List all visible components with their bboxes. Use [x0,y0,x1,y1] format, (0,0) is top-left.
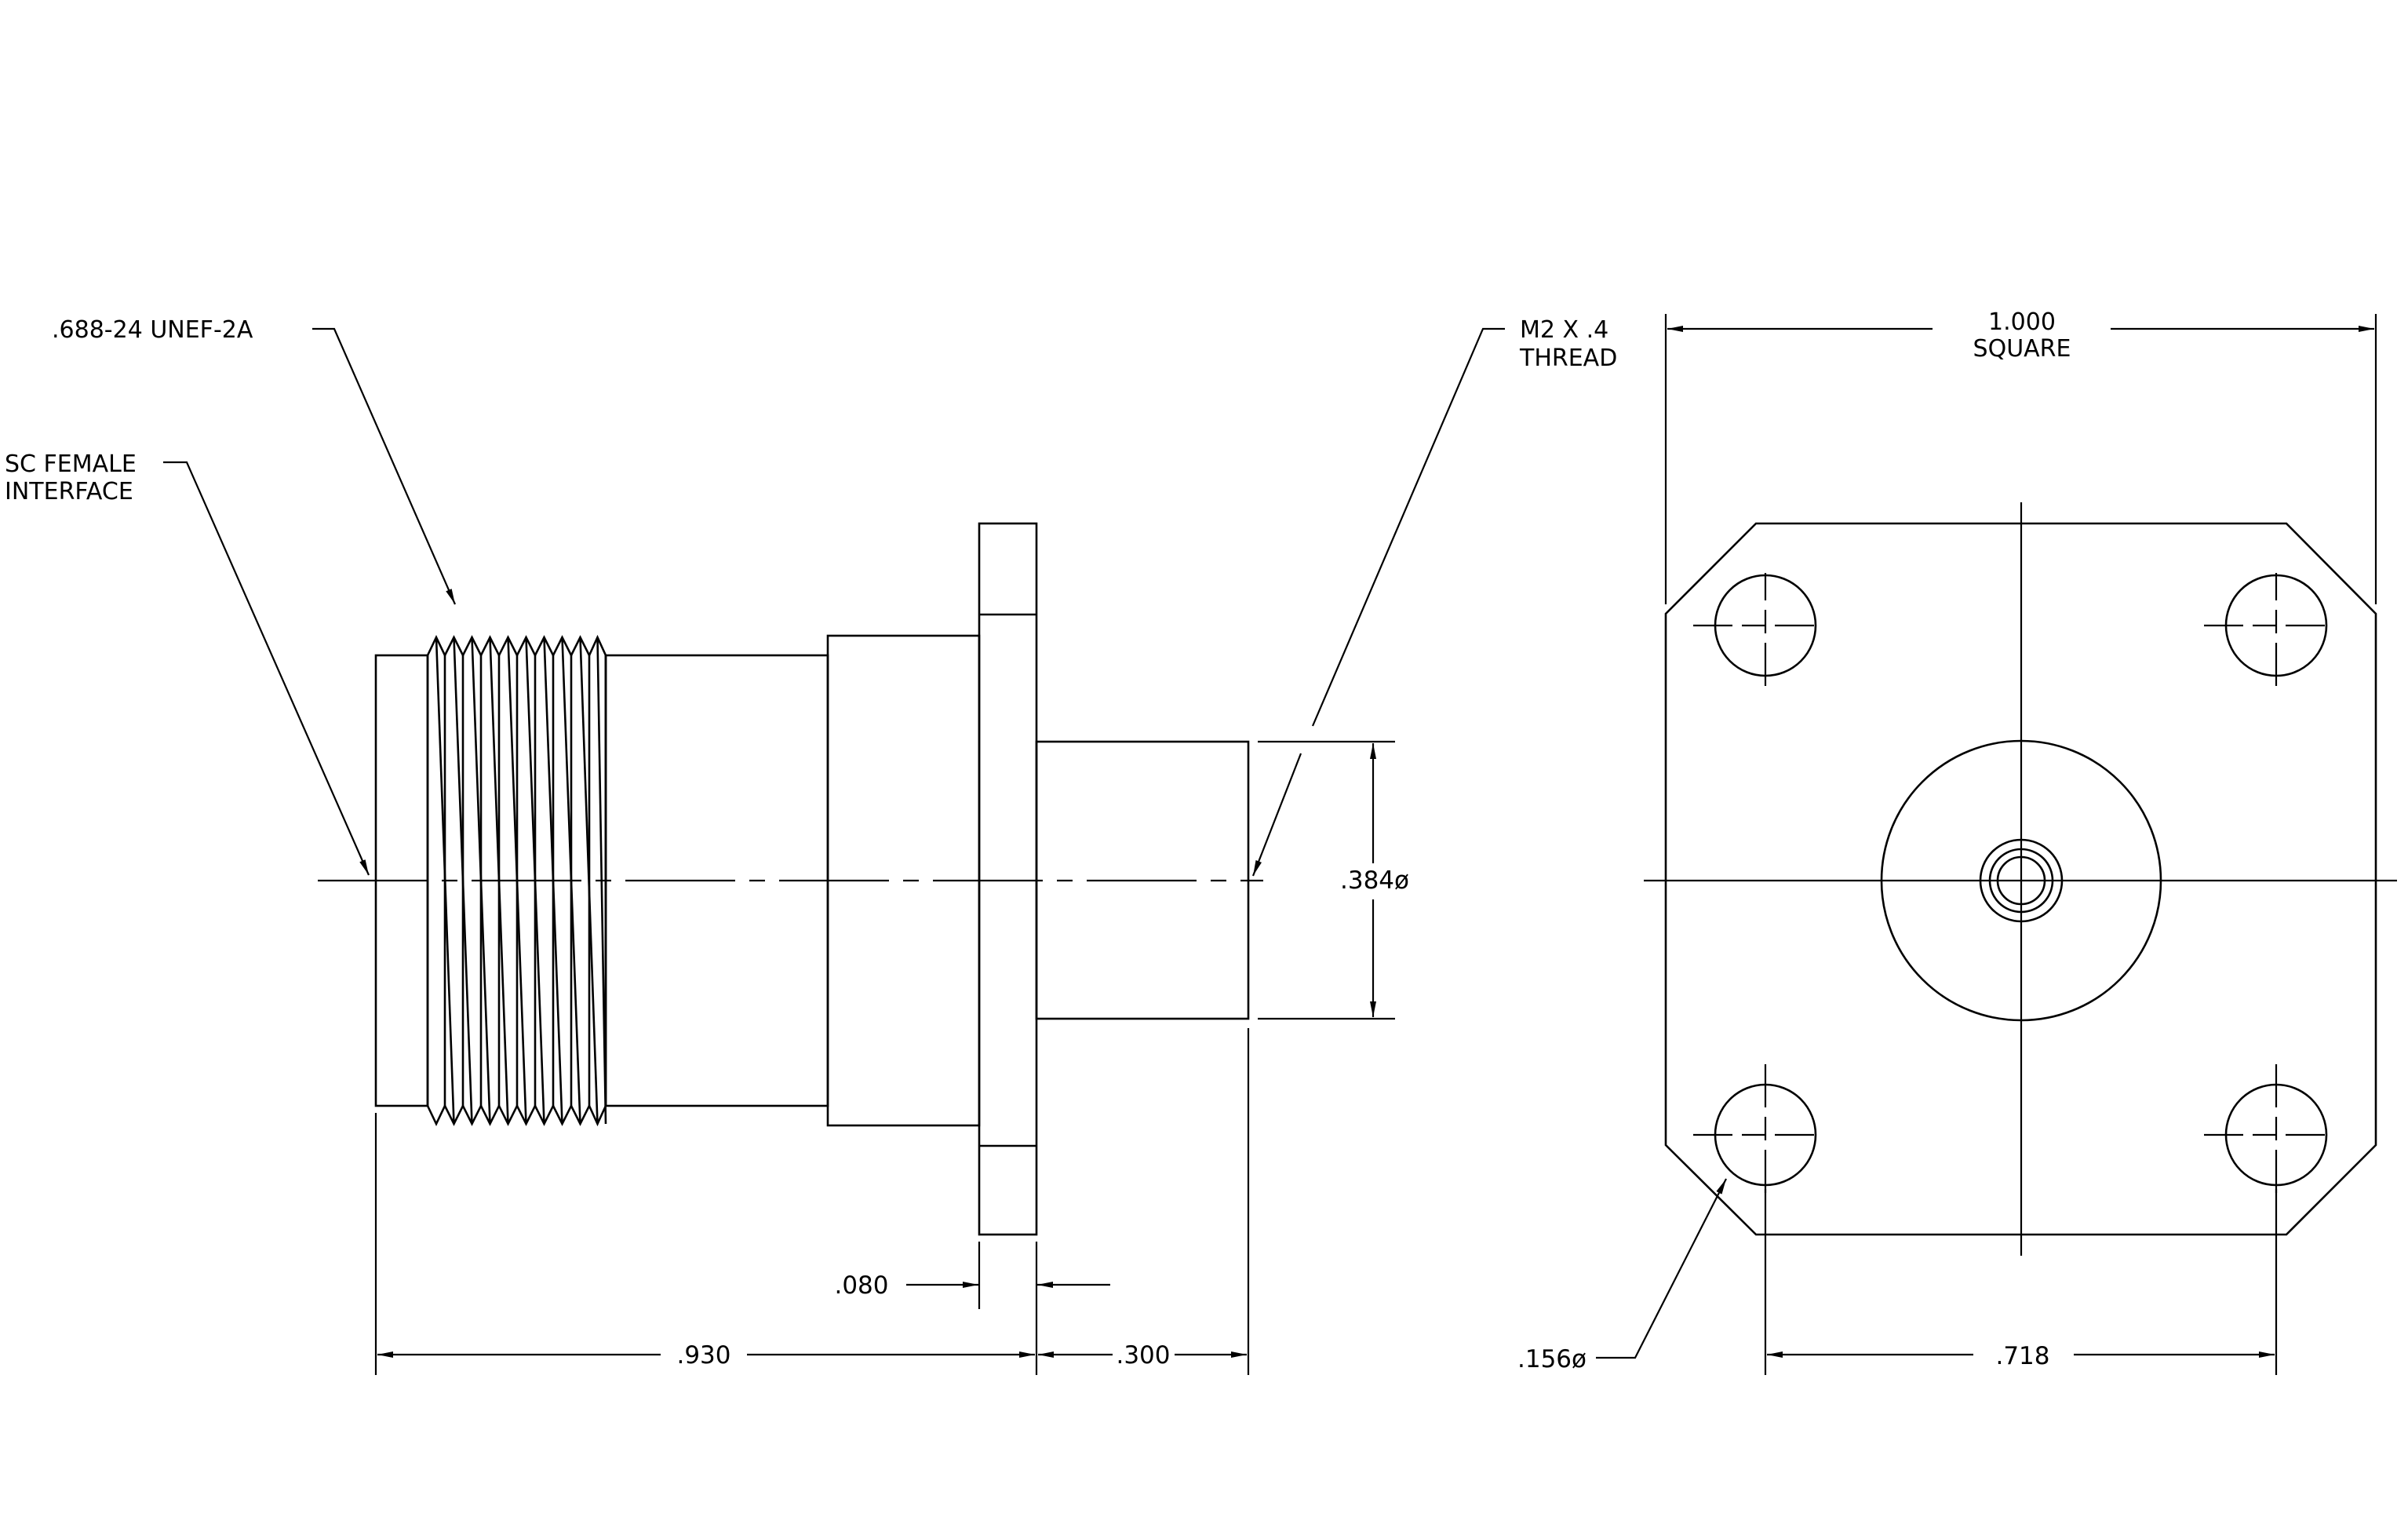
center-contact-inner [1996,855,2046,906]
thread-spec-label: .688-24 UNEF-2A [52,316,253,344]
front-view: 1.000 SQUARE .718 .156ø [1517,308,2397,1375]
mount-thread-leader-lower [1251,753,1302,877]
square-value-label: 1.000 [1988,308,2056,336]
mounting-hole-top-right [2204,573,2348,695]
center-contact-outer [1979,838,2064,923]
side-view: .384ø .080 .930 .300 .688-24 UNEF-2A SC … [5,316,1617,1375]
mount-thread-label-line2: THREAD [1519,345,1617,372]
thread-helix-line [596,636,607,1125]
flange [978,522,1038,1236]
mounting-hole-bottom-right [2204,1064,2348,1205]
rear-pin [1035,740,1250,1020]
overall-length-label: .930 [676,1341,730,1370]
pin-diameter-label: .384ø [1340,866,1409,895]
mounting-hole-top-left [1693,573,1838,695]
interface-label-line1: SC FEMALE [5,450,137,478]
interface-leader [163,461,370,876]
thread-spec-leader [312,327,457,605]
pin-length-label: .300 [1116,1341,1170,1370]
threaded-section [426,634,607,1127]
flange-outline [1664,522,2377,1236]
hole-diameter-leader [1596,1178,1727,1359]
flange-thickness-label: .080 [834,1271,888,1300]
center-boss [1880,739,2162,1022]
hole-diameter-label: .156ø [1517,1345,1587,1373]
square-word-label: SQUARE [1973,335,2071,363]
center-contact-mid [1988,848,2054,914]
interface-label-line2: INTERFACE [5,478,133,505]
hole-spacing-label: .718 [1995,1342,2049,1370]
mounting-hole-bottom-left [1693,1064,1838,1205]
mount-thread-leader-upper [1311,327,1505,727]
mount-thread-label-line1: M2 X .4 [1520,316,1608,344]
